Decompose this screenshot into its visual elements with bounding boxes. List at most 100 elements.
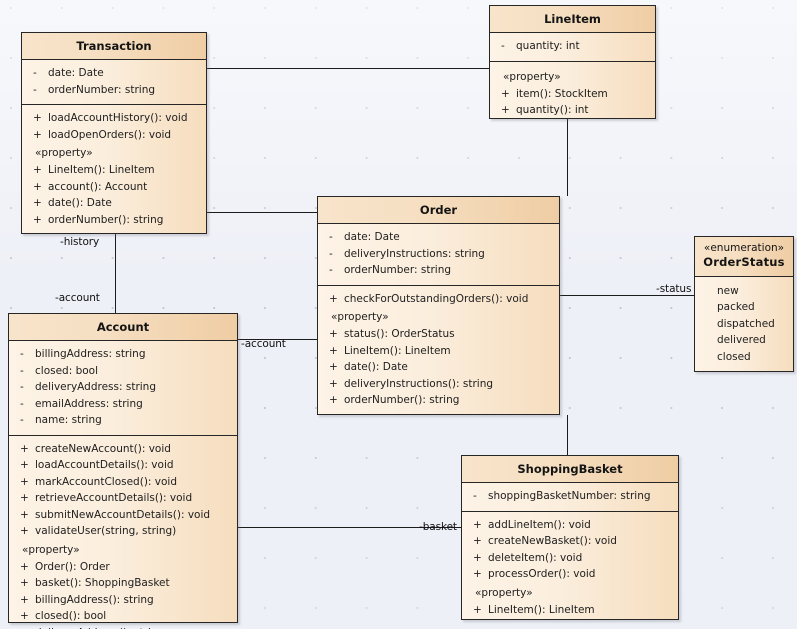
visibility-marker: - [20, 414, 24, 427]
class-lineitem-operations: «property» + item(): StockItem + quantit… [490, 62, 655, 125]
connector-account-order[interactable] [238, 339, 317, 340]
class-shoppingbasket-operations: + addLineItem(): void + createNewBasket(… [462, 512, 678, 625]
operation-row: + checkForOutstandingOrders(): void [318, 291, 559, 308]
operation-text: processOrder(): void [488, 568, 596, 581]
connector-transaction-account[interactable] [115, 233, 116, 315]
visibility-marker: - [33, 67, 37, 80]
operation-text: createNewBasket(): void [488, 535, 617, 548]
connector-order-orderstatus[interactable] [560, 295, 694, 296]
property-stereotype: «property» [35, 147, 93, 160]
property-row: + Order(): Order [9, 559, 237, 576]
class-order[interactable]: Order - date: Date - deliveryInstruction… [317, 196, 560, 415]
enumeration-orderstatus[interactable]: «enumeration» OrderStatus new packed dis… [694, 236, 794, 372]
attribute-text: emailAddress: string [35, 397, 143, 410]
visibility-marker: + [20, 442, 29, 455]
property-row: + quantity(): int [490, 102, 655, 119]
property-text: basket(): ShoppingBasket [35, 577, 170, 590]
visibility-marker: + [473, 551, 482, 564]
operation-text: markAccountClosed(): void [35, 475, 178, 488]
operation-row: + addLineItem(): void [462, 517, 678, 534]
attribute-row: - orderNumber: string [318, 262, 559, 279]
visibility-marker: - [473, 490, 477, 503]
property-row: + account(): Account [22, 179, 206, 196]
visibility-marker: - [20, 397, 24, 410]
visibility-marker: + [473, 535, 482, 548]
visibility-marker: - [329, 231, 333, 244]
attribute-row: - shoppingBasketNumber: string [462, 488, 678, 505]
class-account[interactable]: Account - billingAddress: string - close… [8, 313, 238, 629]
enum-literal: delivered [717, 334, 766, 346]
property-row: + item(): StockItem [490, 86, 655, 103]
operation-text: loadOpenOrders(): void [48, 128, 172, 141]
operation-row: + loadAccountHistory(): void [22, 110, 206, 127]
property-row: + billingAddress(): string [9, 592, 237, 609]
visibility-marker: - [20, 364, 24, 377]
attribute-row: - name: string [9, 412, 237, 429]
class-shoppingbasket[interactable]: ShoppingBasket - shoppingBasketNumber: s… [461, 455, 679, 620]
attribute-text: billingAddress: string [35, 348, 146, 361]
visibility-marker: - [501, 40, 505, 53]
enum-literal: dispatched [717, 317, 775, 330]
class-lineitem[interactable]: LineItem - quantity: int «property» + it… [489, 5, 656, 119]
connector-transaction-order[interactable] [206, 212, 317, 213]
visibility-marker: + [33, 213, 42, 226]
property-text: account(): Account [48, 180, 148, 193]
class-shoppingbasket-attributes: - shoppingBasketNumber: string [462, 483, 678, 512]
attribute-text: quantity: int [516, 40, 580, 53]
attribute-row: - emailAddress: string [9, 396, 237, 413]
operation-text: submitNewAccountDetails(): void [35, 508, 211, 521]
operation-row: + validateUser(string, string) [9, 523, 237, 540]
attribute-row: - deliveryAddress: string [9, 379, 237, 396]
property-row: + LineItem(): LineItem [462, 602, 678, 619]
operation-row: + loadOpenOrders(): void [22, 127, 206, 144]
connector-account-shoppingbasket[interactable] [238, 527, 461, 528]
visibility-marker: - [33, 83, 37, 96]
class-transaction[interactable]: Transaction - date: Date - orderNumber: … [21, 32, 207, 234]
property-text: LineItem(): LineItem [488, 603, 595, 616]
attribute-row: - closed: bool [9, 363, 237, 380]
visibility-marker: + [33, 128, 42, 141]
connector-label-account-transaction: -account [55, 292, 100, 304]
connector-transaction-lineitem[interactable] [206, 68, 489, 69]
connector-order-shoppingbasket[interactable] [567, 415, 568, 455]
visibility-marker: - [329, 247, 333, 260]
visibility-marker: + [20, 492, 29, 505]
attribute-text: orderNumber: string [344, 264, 452, 277]
property-stereotype: «property» [475, 586, 533, 599]
property-row: + closed(): bool [9, 608, 237, 625]
visibility-marker: + [329, 292, 338, 305]
property-text: quantity(): int [516, 104, 589, 117]
attribute-row: - date: Date [22, 65, 206, 82]
operation-text: retrieveAccountDetails(): void [35, 492, 193, 505]
class-transaction-name: Transaction [22, 33, 206, 61]
visibility-marker: + [329, 361, 338, 374]
visibility-marker: - [20, 348, 24, 361]
enumeration-stereotype: «enumeration» [703, 242, 785, 254]
property-row: + date(): Date [22, 195, 206, 212]
property-text: orderNumber(): string [344, 394, 460, 407]
property-text: LineItem(): LineItem [48, 164, 155, 177]
visibility-marker: + [473, 518, 482, 531]
operation-text: loadAccountDetails(): void [35, 459, 174, 472]
property-row: + deliveryInstructions(): string [318, 376, 559, 393]
property-text: deliveryAddress(): string [35, 625, 231, 629]
enumeration-orderstatus-name: OrderStatus [703, 255, 785, 270]
visibility-marker: + [473, 568, 482, 581]
operation-text: createNewAccount(): void [35, 442, 171, 455]
attribute-text: orderNumber: string [48, 83, 156, 96]
attribute-text: shoppingBasketNumber: string [488, 490, 651, 503]
operation-text: checkForOutstandingOrders(): void [344, 292, 529, 305]
visibility-marker: + [20, 560, 29, 573]
class-account-attributes: - billingAddress: string - closed: bool … [9, 341, 237, 436]
visibility-marker: + [20, 577, 29, 590]
property-text: date(): Date [48, 197, 112, 210]
operation-row: + submitNewAccountDetails(): void [9, 507, 237, 524]
property-stereotype: «property» [503, 70, 561, 83]
visibility-marker: + [501, 104, 510, 117]
operation-text: deleteItem(): void [488, 551, 583, 564]
class-account-operations: + createNewAccount(): void + loadAccount… [9, 436, 237, 629]
visibility-marker: + [329, 394, 338, 407]
connector-lineitem-order[interactable] [567, 119, 568, 196]
attribute-text: date: Date [344, 231, 400, 244]
